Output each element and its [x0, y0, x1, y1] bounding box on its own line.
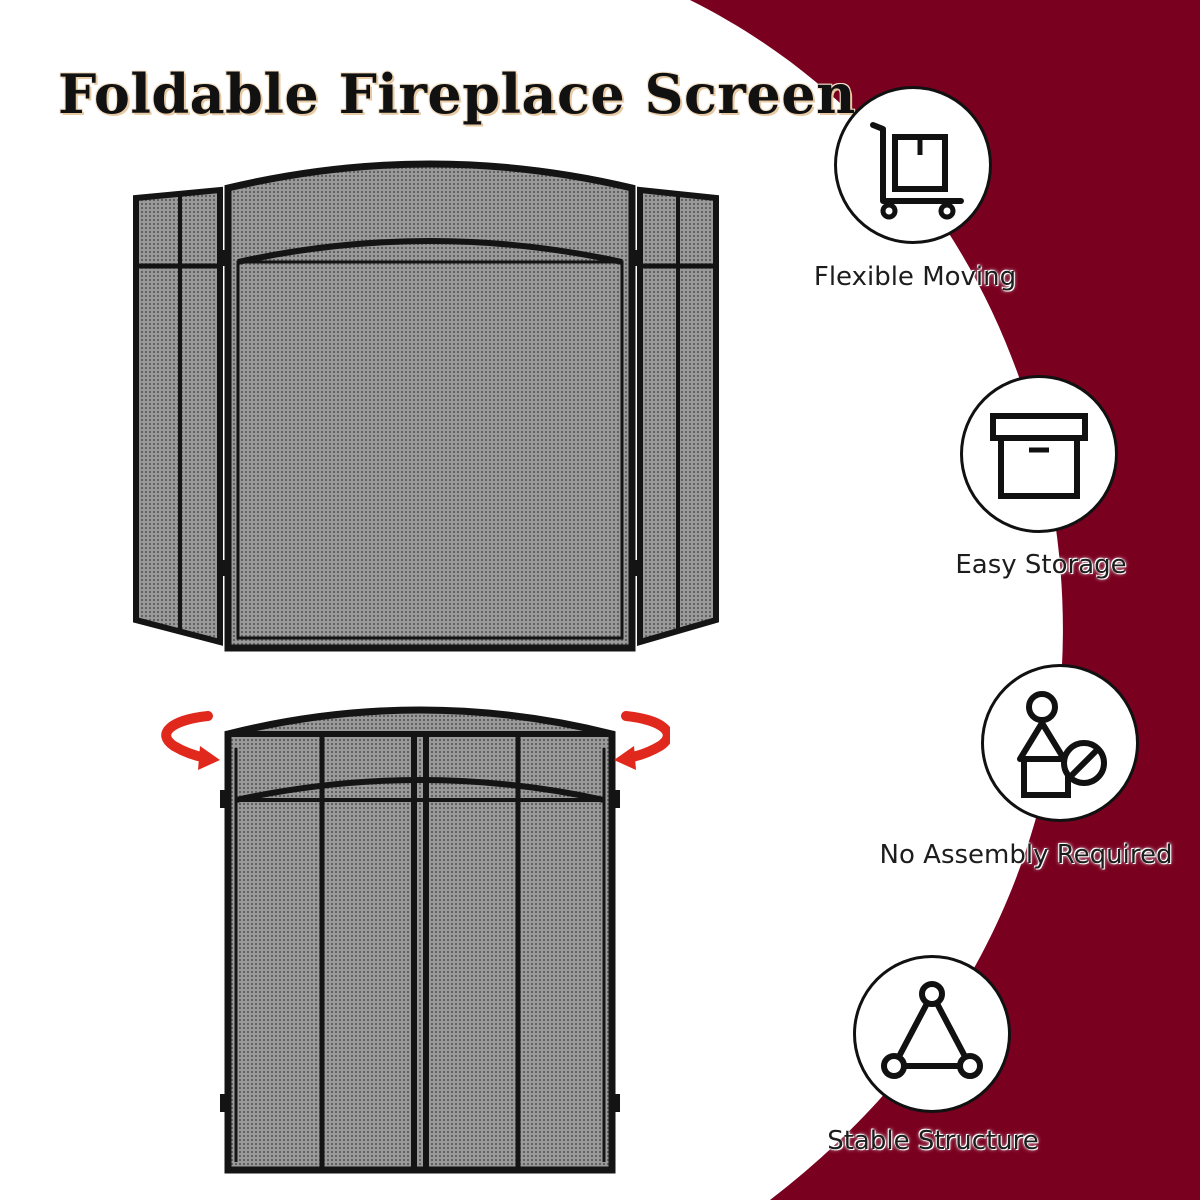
hand-truck-box-icon — [870, 122, 964, 220]
right-side-panel — [637, 186, 719, 646]
fireplace-screen-open — [133, 160, 719, 652]
hinge — [220, 1094, 228, 1112]
hinge — [220, 250, 228, 266]
center-panel — [224, 160, 636, 652]
feature-flexible-moving — [834, 86, 992, 244]
hinge — [612, 790, 620, 808]
hinge — [632, 560, 640, 576]
fold-arrow-left-icon — [161, 711, 220, 770]
feature-stable-structure — [853, 955, 1011, 1113]
shapes-assembly-icon — [1017, 691, 1107, 798]
feature-label-stable-structure: Stable Structure — [827, 1126, 1039, 1156]
fold-arrow-right-icon — [614, 711, 670, 770]
feature-easy-storage — [960, 375, 1118, 533]
fireplace-screen-folded — [161, 706, 670, 1174]
feature-label-easy-storage: Easy Storage — [955, 550, 1127, 580]
hinge — [632, 250, 640, 266]
triangle-structure-icon — [881, 981, 983, 1079]
left-side-panel — [133, 186, 223, 646]
feature-no-assembly — [981, 664, 1139, 822]
feature-label-flexible-moving: Flexible Moving — [813, 262, 1017, 292]
hinge — [220, 790, 228, 808]
hinge — [612, 1094, 620, 1112]
storage-box-icon — [990, 413, 1088, 499]
feature-label-no-assembly: No Assembly Required — [879, 840, 1173, 870]
maroon-curve-band — [690, 0, 1200, 1200]
hinge — [220, 560, 228, 576]
page-title: Foldable Fireplace Screen — [58, 62, 856, 126]
